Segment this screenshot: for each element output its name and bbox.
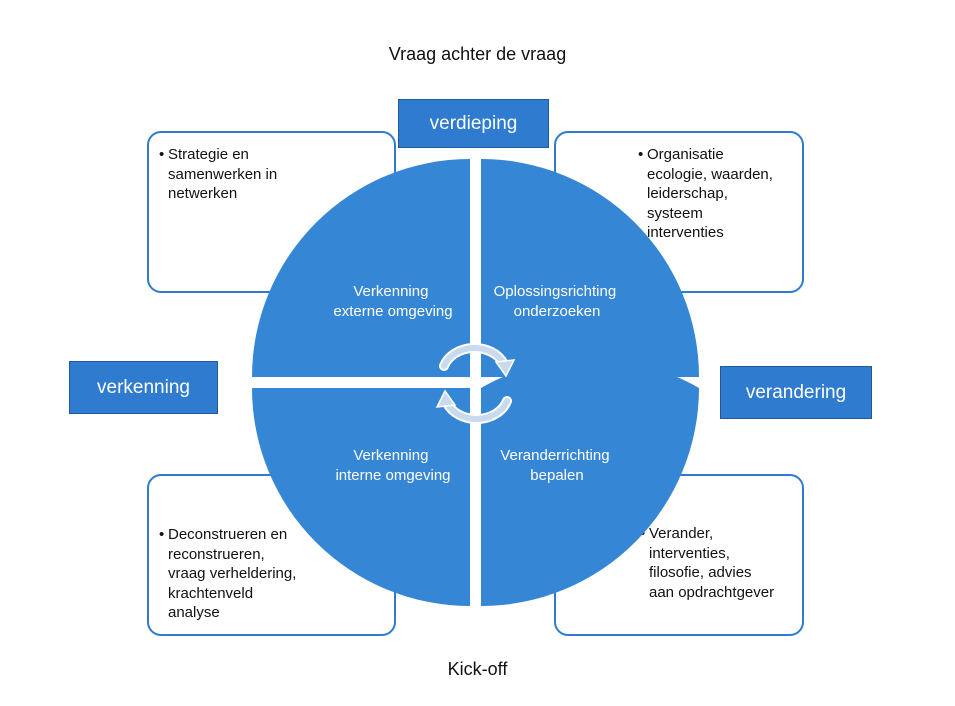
diagram-title: Vraag achter de vraag [388,44,567,64]
quadrant-bottom-right-label: Veranderrichting bepalen [500,447,613,484]
cycle-arrows-icon [435,342,516,425]
quadrant-top-left-label: Verkenning externe omgeving [333,283,452,320]
quadrant-bottom-left-label: Verkenning interne omgeving [335,447,450,484]
quadrant-top-right-label: Oplossingsrichting onderzoeken [494,283,621,320]
label-verandering: verandering [720,366,872,419]
note-top-left-text: Strategie en samenwerken in netwerken [159,145,384,204]
quadrant-bottom-left [252,388,470,606]
label-verdieping: verdieping [398,99,549,148]
note-bottom-left-text: Deconstrueren en reconstrueren, vraag ve… [159,525,386,623]
quadrant-top-left [252,159,470,377]
note-top-right-text: Organisatie ecologie, waarden, leidersch… [638,145,794,243]
label-verkenning: verkenning [69,361,218,414]
quadrant-top-right [481,159,699,377]
diagram-footer: Kick-off [447,659,508,679]
quadrant-bottom-right [481,358,699,606]
note-bottom-right-text: Verander, interventies, filosofie, advie… [640,524,794,602]
